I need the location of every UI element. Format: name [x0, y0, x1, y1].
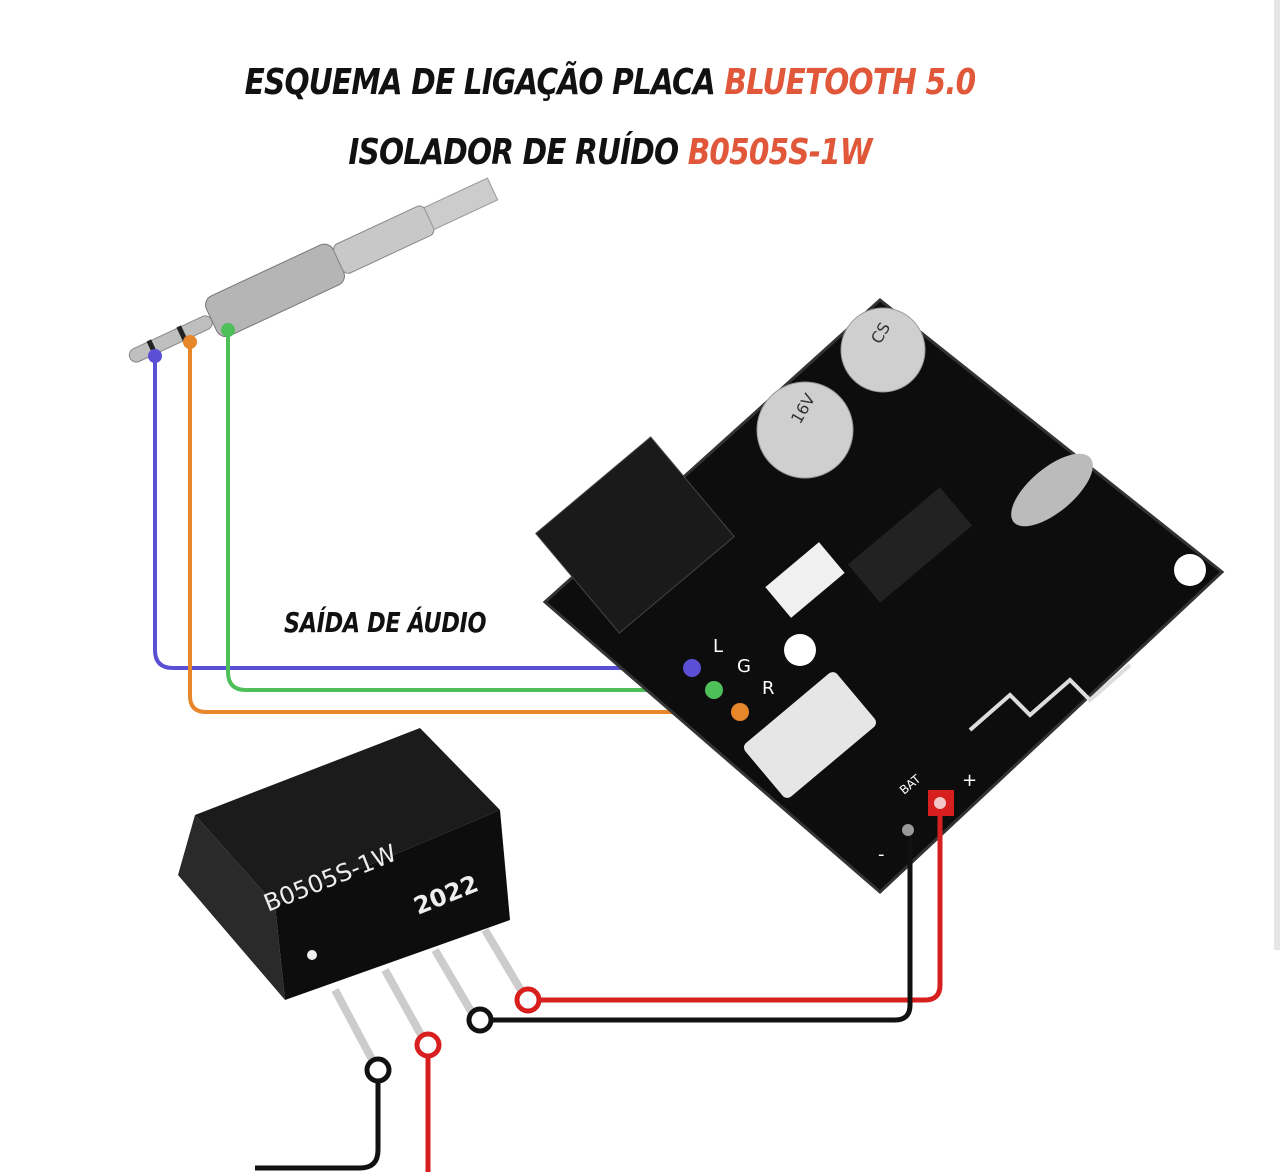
- wire-black-input: [255, 1070, 381, 1171]
- usb-port: [743, 672, 877, 798]
- pin-label-r: R: [762, 678, 775, 699]
- subtitle-text: ISOLADOR DE RUÍDO: [348, 132, 679, 173]
- wire-red-power: [528, 805, 943, 1003]
- wire-orange-right: [188, 342, 740, 714]
- bluetooth-board: CS 16V L G R BAT + -: [535, 298, 1225, 895]
- subtitle-accent: B0505S-1W: [687, 132, 873, 173]
- wire-green-ground: [226, 330, 714, 692]
- audio-output-label: SAÍDA DE ÁUDIO: [284, 606, 487, 639]
- title-line-1: ESQUEMA DE LIGAÇÃO PLACA BLUETOOTH 5.0: [110, 62, 1110, 103]
- title-text: ESQUEMA DE LIGAÇÃO PLACA: [244, 62, 716, 103]
- plus-label: +: [962, 770, 977, 791]
- pin-label-g: G: [737, 656, 751, 677]
- title-accent: BLUETOOTH 5.0: [724, 62, 976, 103]
- wire-black-ground: [480, 830, 913, 1023]
- right-edge-strip: [1274, 0, 1280, 950]
- pin-label-l: L: [713, 636, 723, 657]
- wire-purple-left: [153, 356, 692, 670]
- b0505s-module: B0505S-1W 2022: [178, 728, 529, 1067]
- minus-label: -: [878, 844, 885, 865]
- audio-jack-plug: [128, 177, 499, 363]
- title-line-2: ISOLADOR DE RUÍDO B0505S-1W: [110, 132, 1110, 173]
